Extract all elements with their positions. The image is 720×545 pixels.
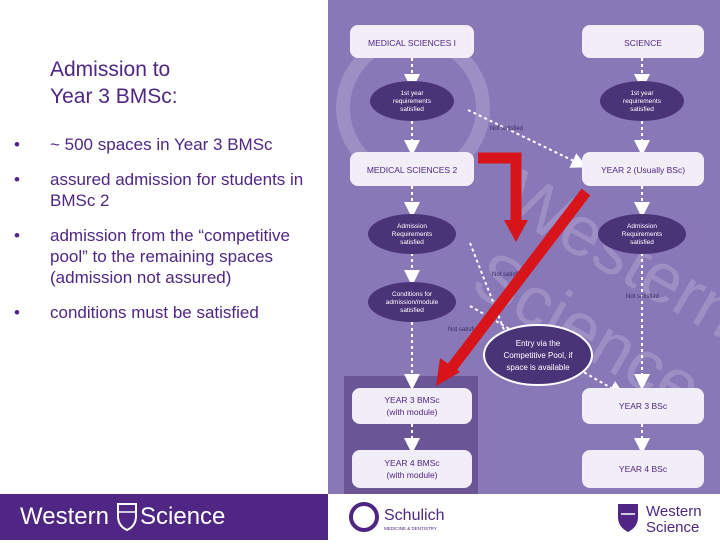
crest-icon [618, 504, 638, 532]
box-label: YEAR 2 (Usually BSc) [601, 165, 685, 175]
oval-admission-right: Admission Requirements satisfied [598, 214, 686, 254]
bullet-text: admission from the “competitive pool” to… [50, 226, 290, 287]
crest-icon [118, 504, 136, 530]
oval-text: 1st year [400, 90, 424, 97]
western-science-logo-text: Western [20, 503, 109, 530]
bullet-list: • ~ 500 spaces in Year 3 BMSc • assured … [10, 134, 320, 323]
oval-text: requirements [393, 98, 432, 105]
box-label: (with module) [386, 407, 437, 417]
bullet-item: • conditions must be satisfied [10, 302, 320, 323]
schulich-s-icon [351, 504, 377, 530]
schulich-subtitle: MEDICINE & DENTISTRY [384, 526, 437, 531]
schulich-logo: Schulich MEDICINE & DENTISTRY [351, 504, 444, 531]
oval-text: 1st year [630, 90, 654, 97]
western-science-right-logo: Western Science [618, 503, 702, 536]
note-not-satisfied: Not satisfied [490, 126, 523, 132]
bullet-item: • admission from the “competitive pool” … [10, 225, 320, 288]
western-right-line-2: Science [646, 519, 699, 536]
oval-text: Admission [397, 223, 427, 230]
box-label: (with module) [386, 470, 437, 480]
flowchart-svg: Western Science MEDICAL SCIENCES I [328, 0, 720, 494]
slide-title-line-1: Admission to [50, 56, 310, 83]
flowchart-panel: Western Science MEDICAL SCIENCES I [328, 0, 720, 494]
box-medical-sciences-1: MEDICAL SCIENCES I [350, 25, 474, 58]
bullet-dot: • [14, 169, 20, 190]
oval-text: satisfied [630, 239, 654, 246]
oval-text: satisfied [630, 106, 654, 113]
slide-title: Admission to Year 3 BMSc: [50, 56, 310, 110]
note-not-satisfied: Not satisfied [626, 294, 659, 300]
oval-text: Admission [627, 223, 657, 230]
box-label: YEAR 4 BMSc [384, 458, 440, 468]
box-label: SCIENCE [624, 38, 662, 48]
box-year-4-bsc: YEAR 4 BSc [582, 450, 704, 488]
oval-requirements-right: 1st year requirements satisfied [600, 81, 684, 121]
oval-text: satisfied [400, 307, 424, 314]
oval-text: Competitive Pool, if [504, 351, 574, 360]
oval-text: Requirements [392, 231, 433, 238]
footer: Western Science Schulich MEDICINE & DENT… [0, 494, 720, 540]
box-label: MEDICAL SCIENCES I [368, 38, 456, 48]
western-science-footer-band: Western Science [0, 494, 328, 540]
western-science-logo: Western Science [0, 494, 328, 540]
box-label: YEAR 3 BMSc [384, 395, 440, 405]
oval-conditions: Conditions for admission/module satisfie… [368, 282, 456, 322]
box-year-3-bmsc: YEAR 3 BMSc (with module) [352, 388, 472, 424]
bullet-text: ~ 500 spaces in Year 3 BMSc [50, 135, 273, 154]
box-label: YEAR 3 BSc [619, 401, 668, 411]
bullet-text: conditions must be satisfied [50, 303, 259, 322]
box-label: YEAR 4 BSc [619, 464, 668, 474]
box-science: SCIENCE [582, 25, 704, 58]
bullet-item: • ~ 500 spaces in Year 3 BMSc [10, 134, 320, 155]
box-year-3-bsc: YEAR 3 BSc [582, 388, 704, 424]
oval-text: satisfied [400, 106, 424, 113]
oval-admission-left: Admission Requirements satisfied [368, 214, 456, 254]
oval-requirements-left: 1st year requirements satisfied [370, 81, 454, 121]
bullet-text: assured admission for students in BMSc 2 [50, 170, 303, 210]
footer-right-logos: Schulich MEDICINE & DENTISTRY Western Sc… [328, 494, 720, 540]
box-label: MEDICAL SCIENCES 2 [367, 165, 458, 175]
schulich-name: Schulich [384, 507, 444, 524]
oval-text: space is available [506, 363, 570, 372]
bullet-dot: • [14, 302, 20, 323]
western-science-logo-text: Science [140, 503, 225, 530]
oval-text: Requirements [622, 231, 663, 238]
oval-text: Conditions for [392, 291, 433, 298]
box-year-2: YEAR 2 (Usually BSc) [582, 152, 704, 186]
oval-text: Entry via the [516, 339, 561, 348]
box-year-4-bmsc: YEAR 4 BMSc (with module) [352, 450, 472, 488]
oval-text: requirements [623, 98, 662, 105]
western-right-line-1: Western [646, 503, 702, 520]
text-panel: Admission to Year 3 BMSc: • ~ 500 spaces… [0, 0, 328, 494]
slide-title-line-2: Year 3 BMSc: [50, 83, 310, 110]
oval-text: admission/module [386, 299, 439, 306]
bullet-dot: • [14, 225, 20, 246]
bullet-item: • assured admission for students in BMSc… [10, 169, 320, 211]
box-medical-sciences-2: MEDICAL SCIENCES 2 [350, 152, 474, 186]
oval-competitive-pool: Entry via the Competitive Pool, if space… [484, 325, 592, 385]
oval-text: satisfied [400, 239, 424, 246]
bullet-dot: • [14, 134, 20, 155]
